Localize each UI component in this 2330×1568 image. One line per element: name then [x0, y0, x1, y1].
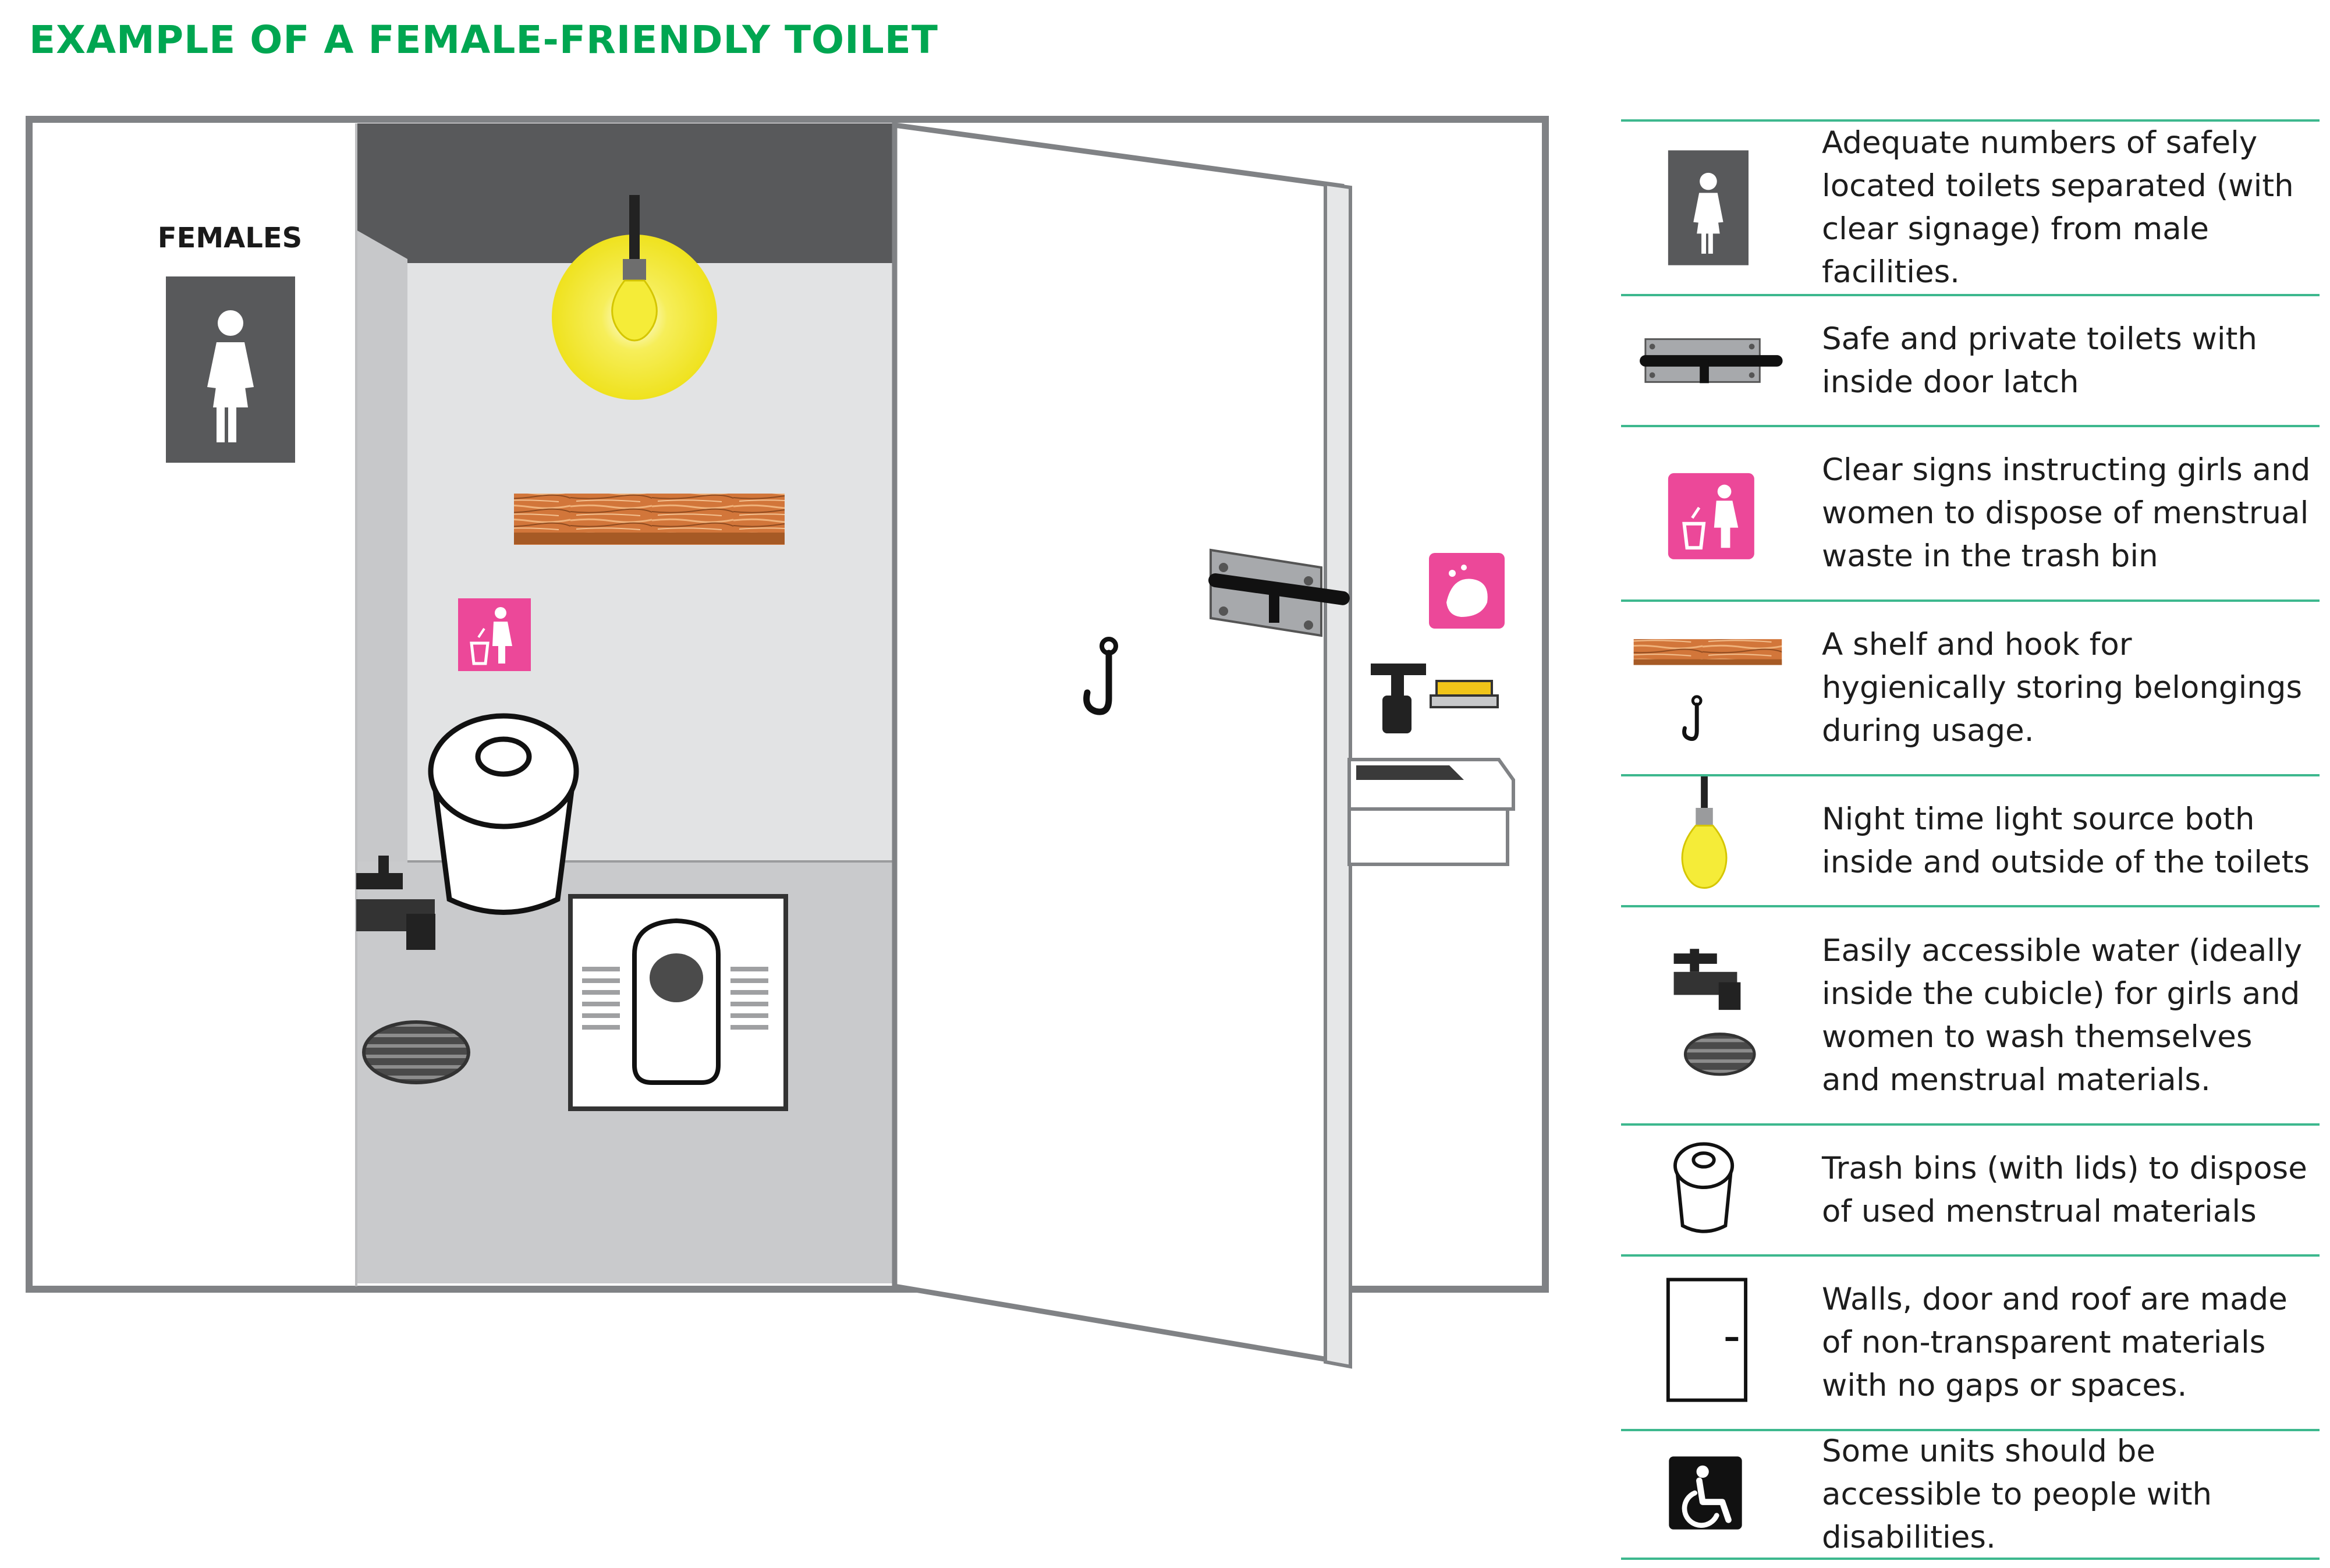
trash-disposal-sign-icon [458, 598, 531, 671]
left-wall [356, 230, 407, 960]
female-sign-icon [1668, 150, 1749, 265]
legend-item-text: Trash bins (with lids) to dispose of use… [1822, 1150, 2307, 1229]
squat-toilet-icon [568, 894, 788, 1111]
legend-item-text: Safe and private toilets with inside doo… [1822, 321, 2257, 400]
females-sign-label: FEMALES [158, 222, 302, 254]
toilet-cubicle-illustration: FEMALES [26, 116, 1549, 1369]
legend-item-text: Some units should be accessible to peopl… [1822, 1433, 2212, 1555]
legend-list: Adequate numbers of safely located toile… [1621, 119, 2320, 1560]
closed-door-icon [1666, 1278, 1748, 1402]
legend-item: A shelf and hook for hygienically storin… [1621, 599, 2320, 774]
open-door [892, 122, 1352, 1369]
legend-item: Easily accessible water (ideally inside … [1621, 905, 2320, 1123]
light-bulb-icon [1681, 776, 1728, 889]
trash-bin-with-lid-icon [1673, 1142, 1735, 1233]
trash-bin-icon [428, 713, 579, 915]
legend-item: Walls, door and roof are made of non-tra… [1621, 1254, 2320, 1429]
trash-disposal-sign-icon [1668, 473, 1754, 559]
legend-item: Trash bins (with lids) to dispose of use… [1621, 1123, 2320, 1254]
door-latch-icon [1640, 338, 1783, 384]
handwash-sign-icon [1429, 553, 1505, 629]
legend-item-text: Clear signs instructing girls and women … [1822, 452, 2311, 574]
legend-item: Night time light source both inside and … [1621, 774, 2320, 905]
shelf-and-hook-icon [1633, 639, 1782, 741]
shelf-icon [514, 494, 785, 545]
light-bulb-icon [552, 195, 717, 400]
female-sign-icon [166, 276, 295, 463]
legend-item-text: A shelf and hook for hygienically storin… [1822, 627, 2303, 748]
legend-item: Safe and private toilets with inside doo… [1621, 294, 2320, 425]
soap-icon [1430, 680, 1499, 708]
legend-item: Adequate numbers of safely located toile… [1621, 119, 2320, 294]
page-title: EXAMPLE OF A FEMALE-FRIENDLY TOILET [29, 17, 938, 62]
legend-item-text: Walls, door and roof are made of non-tra… [1822, 1282, 2288, 1403]
legend-item: Some units should be accessible to peopl… [1621, 1429, 2320, 1560]
door-latch-icon [1208, 548, 1350, 637]
legend-item-text: Easily accessible water (ideally inside … [1822, 932, 2303, 1098]
hook-icon [1083, 637, 1118, 715]
water-tap-icon [356, 856, 435, 950]
sink-basin-icon [1347, 758, 1515, 866]
legend-item-text: Night time light source both inside and … [1822, 801, 2310, 880]
wheelchair-accessibility-icon [1669, 1456, 1742, 1530]
tap-icon [1371, 664, 1426, 733]
legend-item: Clear signs instructing girls and women … [1621, 425, 2320, 599]
floor-drain-icon [362, 1020, 470, 1084]
legend-item-text: Adequate numbers of safely located toile… [1822, 125, 2294, 290]
tap-and-drain-icon [1673, 949, 1756, 1076]
